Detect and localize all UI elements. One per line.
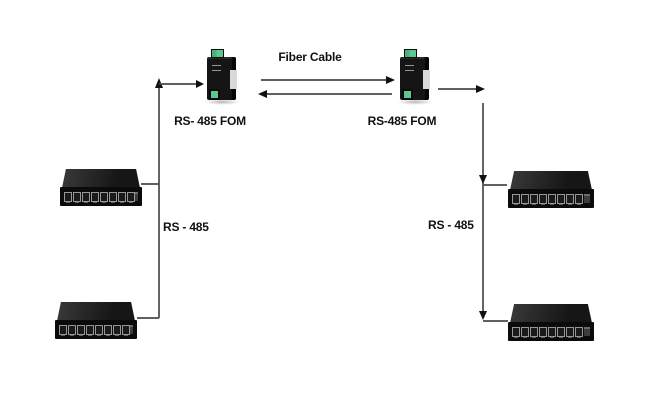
arrow-down-icon [479, 311, 487, 320]
rj45-port-icon [530, 193, 538, 204]
led-label [405, 70, 414, 71]
switch-top-face [57, 302, 135, 321]
switch-front-panel [60, 187, 142, 206]
rj45-port-icon [68, 324, 76, 335]
rj45-port-row [59, 324, 130, 335]
rj45-port-icon [566, 193, 574, 204]
switch-bottom-left [55, 302, 137, 339]
rj45-port-icon [64, 191, 72, 202]
arrow-left-icon [258, 90, 267, 98]
arrow-down-icon [479, 175, 487, 184]
rj45-port-icon [539, 326, 547, 337]
rj45-port-icon [122, 324, 130, 335]
left-rs485-bus-line [137, 78, 204, 319]
rj45-port-icon [59, 324, 67, 335]
terminal-block-icon [209, 89, 220, 100]
switch-top-right [508, 171, 594, 208]
led-label [212, 70, 221, 71]
rj45-port-icon [557, 193, 565, 204]
rj45-port-icon [512, 193, 520, 204]
rj45-port-icon [82, 191, 90, 202]
side-label-panel [423, 70, 430, 89]
rj45-port-icon [77, 324, 85, 335]
rj45-port-icon [73, 191, 81, 202]
rj45-port-row [512, 326, 583, 337]
rj45-port-icon [113, 324, 121, 335]
rj45-port-icon [575, 193, 583, 204]
rj45-port-icon [539, 193, 547, 204]
right-rs485-bus-line [438, 85, 508, 322]
rj45-port-row [64, 191, 135, 202]
rj45-port-icon [95, 324, 103, 335]
rj45-port-icon [548, 326, 556, 337]
rs485-bus-right-label: RS - 485 [428, 218, 474, 232]
rj45-port-icon [91, 191, 99, 202]
rj45-port-icon [104, 324, 112, 335]
fom-left-label: RS- 485 FOM [174, 114, 246, 128]
switch-bottom-right [508, 304, 594, 341]
rj45-port-icon [521, 193, 529, 204]
led-label [212, 65, 221, 66]
arrow-up-icon [155, 78, 163, 88]
fiber-cable-link [258, 76, 395, 98]
rj45-port-icon [109, 191, 117, 202]
switch-top-face [510, 304, 592, 323]
rj45-port-icon [530, 326, 538, 337]
switch-label-plate [584, 194, 590, 203]
rj45-port-icon [548, 193, 556, 204]
switch-front-panel [508, 322, 594, 341]
switch-top-left [60, 169, 142, 206]
rj45-port-icon [557, 326, 565, 337]
arrow-right-icon [196, 80, 204, 88]
switch-label-plate [584, 327, 590, 336]
terminal-block-icon [211, 49, 224, 58]
switch-top-face [510, 171, 592, 190]
switch-label-plate [130, 325, 133, 334]
switch-front-panel [508, 189, 594, 208]
rj45-port-icon [566, 326, 574, 337]
rj45-port-icon [512, 326, 520, 337]
rj45-port-row [512, 193, 583, 204]
rj45-port-icon [575, 326, 583, 337]
arrow-right-icon [386, 76, 395, 84]
terminal-block-icon [404, 49, 417, 58]
rj45-port-icon [118, 191, 126, 202]
device-shadow [397, 99, 433, 105]
fom-device-left [204, 49, 242, 106]
switch-top-face [62, 169, 140, 188]
fiber-cable-label: Fiber Cable [278, 50, 342, 64]
arrow-right-icon [476, 85, 485, 93]
led-label [405, 65, 414, 66]
terminal-block-icon [402, 89, 413, 100]
rj45-port-icon [86, 324, 94, 335]
switch-front-panel [55, 320, 137, 339]
fom-right-label: RS-485 FOM [367, 114, 437, 128]
rs485-bus-left-label: RS - 485 [163, 220, 209, 234]
rj45-port-icon [127, 191, 135, 202]
rj45-port-icon [521, 326, 529, 337]
side-label-panel [230, 70, 237, 89]
switch-label-plate [135, 192, 138, 201]
fom-device-right [397, 49, 435, 106]
rj45-port-icon [100, 191, 108, 202]
device-shadow [204, 99, 240, 105]
